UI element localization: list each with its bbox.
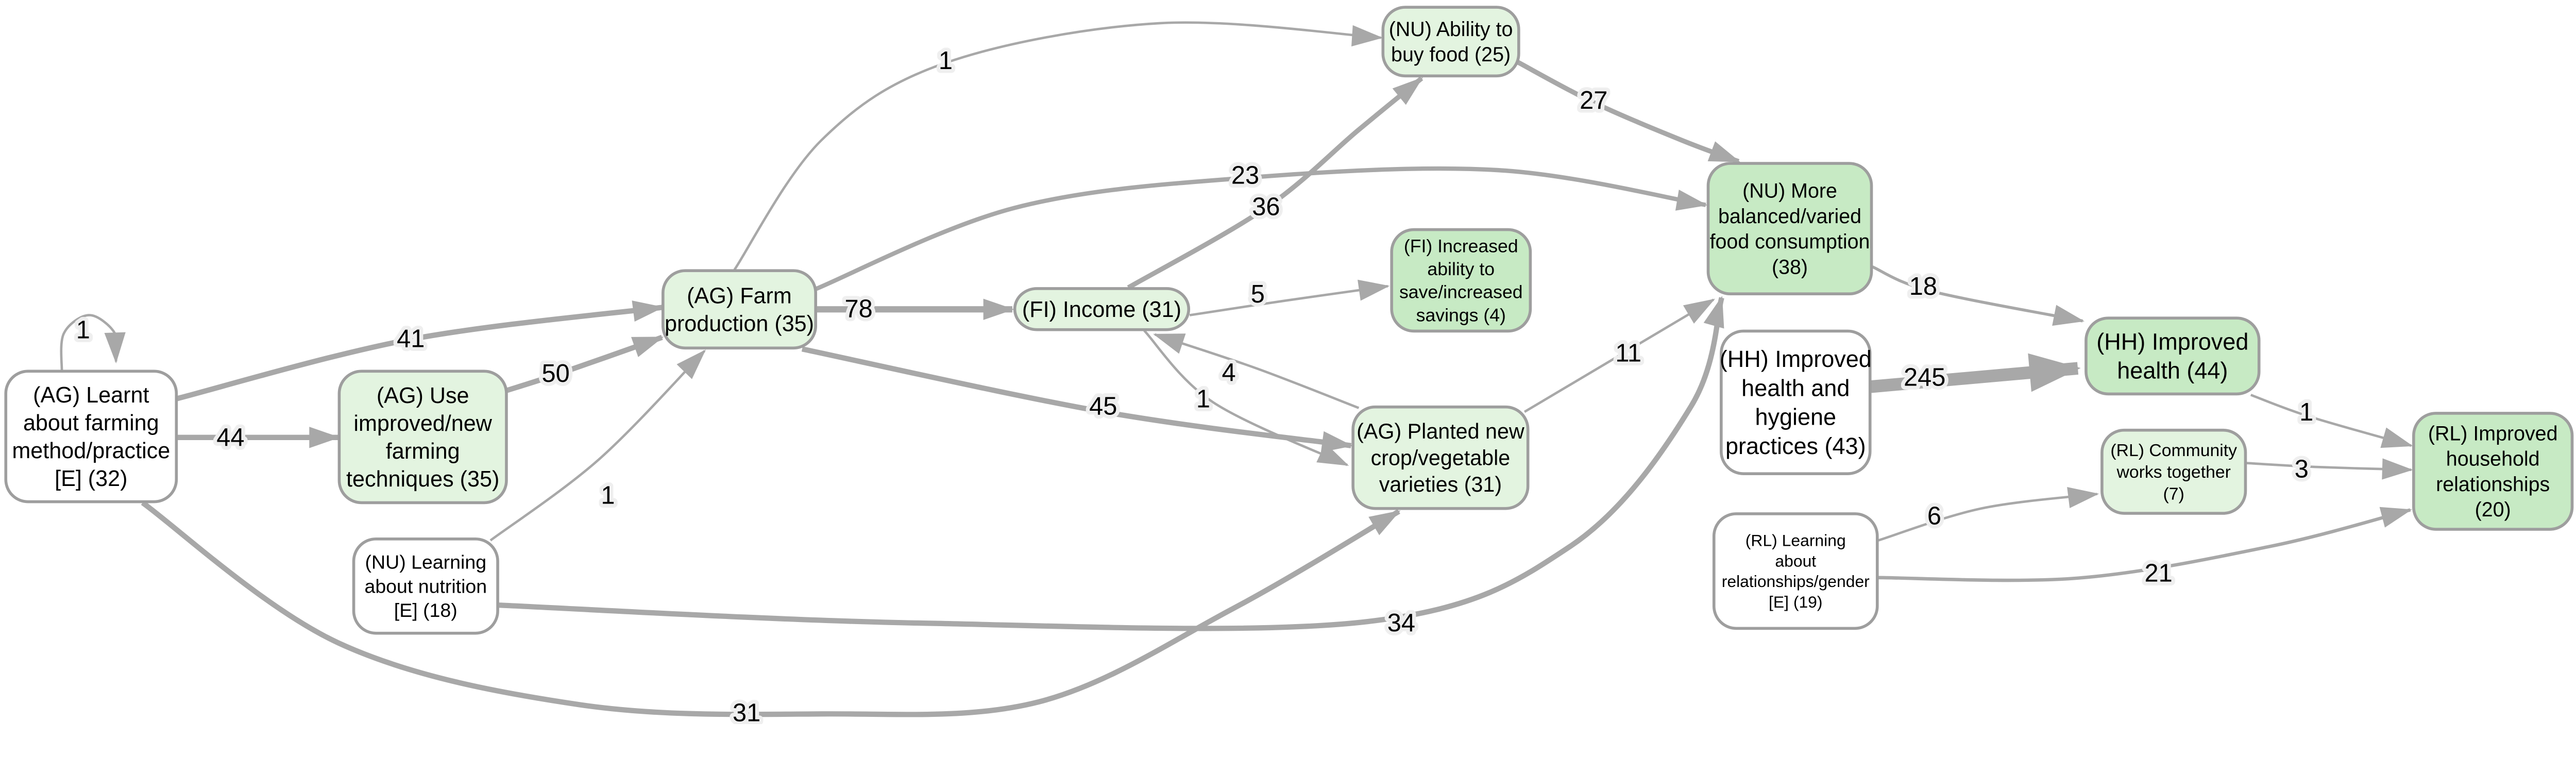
node-box-rllearning [1712,512,1879,630]
edge-planted-to-income [1153,333,1360,409]
edge-learnt-to-planted [141,500,1401,717]
edge-weight-farmprod-to-planted: 45 [1089,393,1117,421]
edge-health-to-household [2250,394,2413,448]
edge-weight-nutrition-to-morebalanced: 34 [1387,609,1415,637]
edge-farmprod-to-planted [801,346,1353,452]
edge-weight-farmprod-to-income: 78 [845,295,873,323]
node-box-learnt [4,370,178,504]
edge-use-to-farmprod [505,334,664,393]
edge-buyfood-to-morebalanced [1516,59,1741,164]
edge-weight-income-to-buyfood: 36 [1252,193,1280,221]
edge-weight-learnt-to-farmprod: 41 [397,325,425,353]
edge-weight-planted-to-morebalanced: 11 [1615,340,1641,367]
node-box-morebalanced [1706,162,1873,296]
edge-planted-to-morebalanced [1523,298,1716,413]
edge-nutrition-to-farmprod [489,349,706,542]
edge-hygiene-to-health [1870,353,2081,393]
edge-rllearning-to-household [1878,507,2412,582]
edge-learnt-to-learnt [60,314,126,373]
edge-weight-learnt-to-use: 44 [216,424,244,451]
edge-weight-nutrition-to-farmprod: 1 [601,481,615,509]
edge-weight-hygiene-to-health: 245 [1904,363,1945,391]
node-box-community [2100,428,2247,515]
edge-weight-rllearning-to-household: 21 [2145,559,2173,587]
node-box-savings [1390,228,1532,333]
edge-farmprod-to-buyfood [733,21,1383,271]
edge-community-to-household [2246,458,2413,480]
edge-weight-use-to-farmprod: 50 [541,360,569,388]
node-box-health [2084,316,2261,396]
edge-nutrition-to-morebalanced [498,296,1724,631]
edge-morebalanced-to-health [1872,265,2085,326]
node-box-use [337,370,508,505]
edge-weight-farmprod-to-buyfood: 1 [939,47,953,75]
edge-income-to-planted [1143,329,1349,466]
node-income: (FI) Income (31) [1013,287,1191,331]
node-box-income [1013,287,1191,331]
edge-weight-health-to-household: 1 [2299,398,2313,426]
edge-layer [60,21,2413,717]
edge-weight-learnt-to-planted: 31 [733,699,760,724]
node-box-buyfood [1381,6,1520,78]
edge-farmprod-to-morebalanced [815,166,1708,291]
edge-income-to-savings [1189,279,1390,316]
edge-income-to-buyfood [1127,76,1423,290]
edge-rllearning-to-community [1877,487,2099,542]
edge-learnt-to-farmprod [176,300,664,401]
edge-weight-buyfood-to-morebalanced: 27 [1580,87,1607,114]
edge-weight-learnt-to-learnt: 1 [76,316,90,344]
edge-weight-community-to-household: 3 [2295,456,2309,483]
node-box-hygiene [1720,329,1872,475]
edge-weight-income-to-planted: 1 [1196,385,1210,413]
edge-weight-farmprod-to-morebalanced: 23 [1231,161,1259,189]
node-box-nutrition [352,537,499,635]
edge-weight-income-to-savings: 5 [1251,280,1265,308]
node-label-income: (FI) Income (31) [1022,297,1181,322]
edge-weight-morebalanced-to-health: 18 [1909,273,1937,300]
edge-weight-rllearning-to-community: 6 [1927,502,1941,530]
node-box-household [2412,412,2574,531]
node-box-planted [1351,405,1530,510]
node-box-farmprod [662,269,818,350]
edge-weight-planted-to-income: 4 [1222,359,1236,387]
